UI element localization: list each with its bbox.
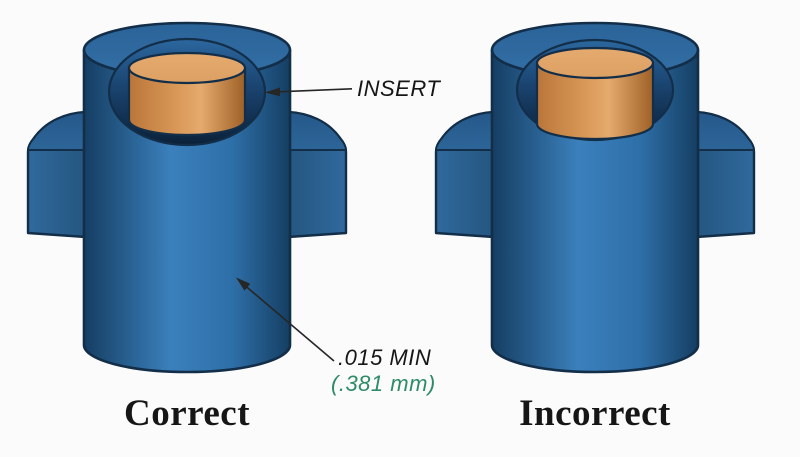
left-tab-shoulder bbox=[435, 111, 495, 151]
insert-side bbox=[535, 61, 655, 141]
correct-part-illustration bbox=[26, 21, 348, 374]
caption-incorrect: Incorrect bbox=[519, 393, 671, 434]
right-tab-shoulder bbox=[287, 111, 347, 151]
incorrect-part-illustration bbox=[434, 21, 756, 374]
caption-correct: Correct bbox=[123, 393, 251, 434]
min-depth-label: .015 MIN bbox=[338, 345, 432, 370]
insert-top-face bbox=[127, 51, 247, 85]
insert-top-face bbox=[535, 46, 655, 80]
insert-label: INSERT bbox=[357, 76, 441, 101]
right-tab-shoulder bbox=[695, 111, 755, 151]
min-depth-metric-label: (.381 mm) bbox=[331, 371, 436, 396]
insert-side bbox=[127, 66, 247, 137]
left-tab-shoulder bbox=[27, 111, 87, 151]
